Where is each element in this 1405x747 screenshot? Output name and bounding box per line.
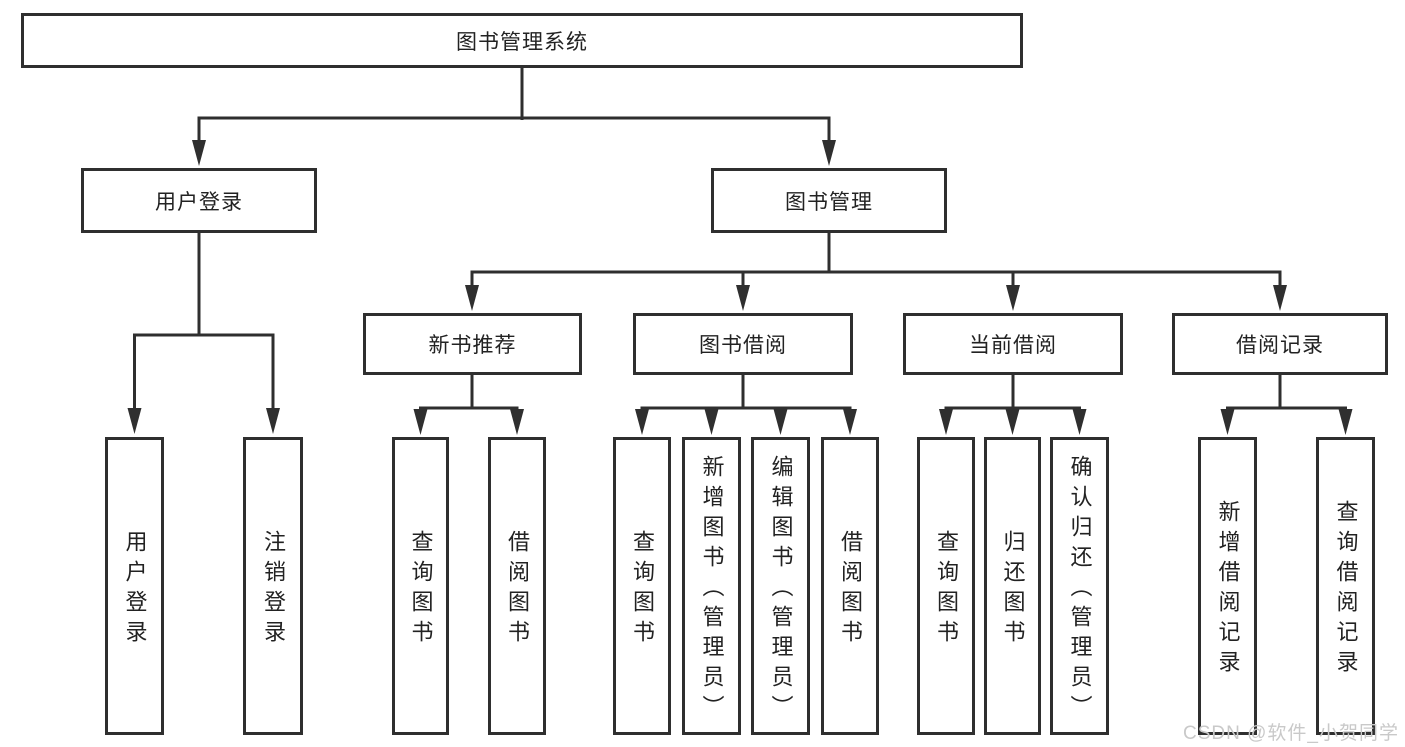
arrowhead-to-leaf [939,409,953,435]
leaf-label: 归还图书 [1000,530,1026,650]
leaf-query-books-recommend: 查询图书 [392,437,449,735]
leaf-query-books-current: 查询图书 [917,437,975,735]
arrowhead-to-leaf [1220,409,1235,435]
node-book-borrow: 图书借阅 [633,313,853,375]
connector-book-management-to-level3 [465,233,1287,311]
leaf-label: 查询图书 [630,530,655,650]
connector-new-book-recommend-to-leaves [413,375,524,435]
leaf-label: 新增图书（管理员） [699,455,725,725]
leaf-label: 用户登录 [122,530,148,650]
leaf-query-books-borrow: 查询图书 [613,437,671,735]
arrowhead-to-leaf [510,409,524,435]
arrowhead-to-book-borrow [736,285,750,311]
arrowhead-to-user-login [192,140,206,166]
node-book-management: 图书管理 [711,168,947,233]
leaf-label: 确认归还（管理员） [1067,455,1093,725]
leaf-borrow-books-recommend: 借阅图书 [488,437,546,735]
leaf-confirm-return-admin: 确认归还（管理员） [1050,437,1109,735]
arrowhead-to-leaf [843,409,857,435]
leaf-borrow-books: 借阅图书 [821,437,879,735]
leaf-edit-books-admin: 编辑图书（管理员） [751,437,810,735]
node-current-borrow: 当前借阅 [903,313,1123,375]
connector-current-borrow-to-leaves [939,375,1087,435]
connector-book-borrow-to-leaves [635,375,857,435]
arrowhead-to-leaf [704,409,719,435]
leaf-label: 新增借阅记录 [1215,500,1241,680]
arrowhead-to-leaf [635,409,649,435]
leaf-query-borrow-record: 查询借阅记录 [1316,437,1375,735]
node-borrow-records: 借阅记录 [1172,313,1388,375]
connector-root-to-level2 [192,68,836,166]
leaf-label: 查询借阅记录 [1333,500,1359,680]
arrowhead-to-leaf [413,409,428,435]
node-new-book-recommend: 新书推荐 [363,313,582,375]
arrowhead-to-borrow-records [1273,285,1287,311]
leaf-label: 注销登录 [261,530,286,650]
arrowhead-to-leaf [773,409,788,435]
leaf-add-borrow-record: 新增借阅记录 [1198,437,1257,735]
arrowhead-to-leaf [1072,409,1087,435]
leaf-label: 查询图书 [408,530,434,650]
arrowhead-to-book-management [822,140,836,166]
arrowhead-to-leaf [1338,409,1353,435]
connector-user-login-to-leaves [127,233,280,434]
leaf-label: 借阅图书 [838,530,863,650]
arrowhead-to-new-book-recommend [465,285,479,311]
arrowhead-to-leaf-user-login [127,408,142,434]
arrowhead-to-current-borrow [1006,285,1020,311]
node-user-login: 用户登录 [81,168,317,233]
leaf-label: 借阅图书 [505,530,530,650]
leaf-label: 查询图书 [934,530,959,650]
arrowhead-to-leaf-logout [266,408,280,434]
csdn-watermark: CSDN @软件_小贺同学 [1183,723,1399,744]
leaf-logout: 注销登录 [243,437,303,735]
leaf-return-books: 归还图书 [984,437,1041,735]
leaf-add-books-admin: 新增图书（管理员） [682,437,741,735]
arrowhead-to-leaf [1005,409,1020,435]
node-root-system: 图书管理系统 [21,13,1023,68]
connector-borrow-records-to-leaves [1220,375,1353,435]
leaf-label: 编辑图书（管理员） [768,455,794,725]
leaf-user-login: 用户登录 [105,437,164,735]
